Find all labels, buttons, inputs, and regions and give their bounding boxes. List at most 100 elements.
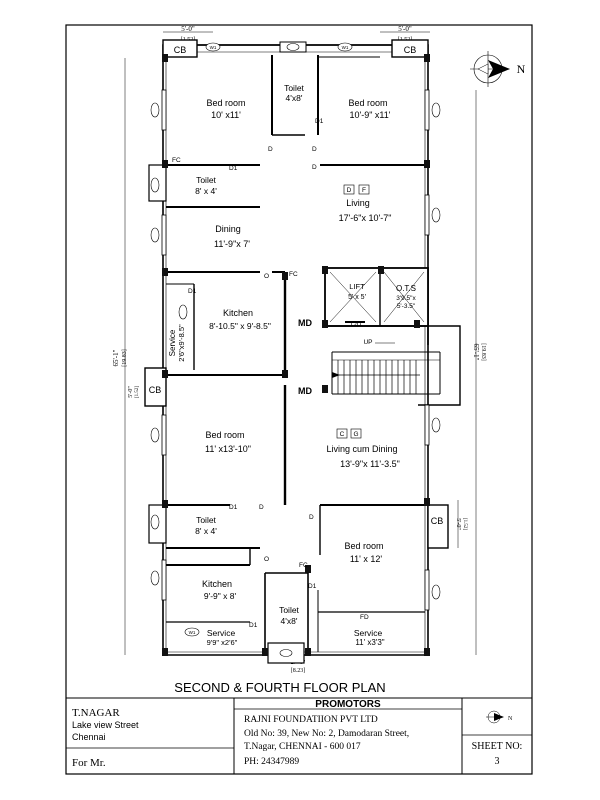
tb-for: For Mr. [72, 757, 106, 769]
cd-label: C/D [351, 322, 362, 328]
dim-top-left: 5'-0" [181, 25, 195, 33]
fixture-tag: F [362, 187, 366, 194]
toilet-2-size: 8' x 4' [195, 186, 217, 196]
door-tag: D [259, 504, 264, 511]
mini-north-label: N [508, 716, 513, 722]
dining-size: 11'-9"x 7' [214, 239, 250, 249]
tb-phone: PH: 24347989 [244, 757, 299, 767]
living-size: 17'-6"x 10'-7" [339, 213, 392, 223]
toilet-4-name: Toilet [279, 605, 299, 615]
bed-room-3-name: Bed room [205, 430, 244, 440]
tb-sheet-no: 3 [495, 756, 500, 767]
cb-top-right: CB [404, 45, 417, 55]
service-1-size: 2'6"x9'-8.5" [177, 324, 186, 362]
ots-size-a: 3'9.5"x [396, 295, 416, 302]
dim-left-cb-metric: [1.52] [135, 386, 140, 398]
bed-room-3-size: 11' x13'-10" [205, 444, 251, 454]
dim-left-total-metric: [19.83] [122, 349, 128, 367]
door-tag: D1 [188, 288, 197, 295]
service-1-name: Service [168, 329, 177, 356]
tb-company: RAJNI FOUNDATIION PVT LTD [244, 715, 378, 725]
ots-name: O.T.S [396, 284, 416, 293]
living-cum-dining-name: Living cum Dining [326, 444, 397, 454]
main-door-tag: MD [298, 318, 312, 328]
toilet-top-size: 4'x8' [286, 93, 303, 103]
dim-right-cb: 5'-0" [455, 518, 461, 530]
door-tag: O [264, 556, 269, 563]
toilet-4-size: 4'x8' [281, 616, 298, 626]
north-label: N [517, 62, 526, 76]
kitchen-2-name: Kitchen [202, 579, 232, 589]
north-arrow-icon [488, 60, 510, 78]
fixture-tag: G [353, 431, 358, 438]
kitchen-1-name: Kitchen [223, 308, 253, 318]
tb-addr1: Old No: 39, New No: 2, Damodaran Street, [244, 729, 409, 739]
dim-right-total-metric: [19.83] [480, 343, 486, 361]
bed-room-4-size: 11' x 12' [350, 554, 383, 564]
door-tag: D1 [308, 583, 317, 590]
door-tag: D [312, 164, 317, 171]
dim-bottom-total-metric: [8.23] [291, 668, 306, 674]
exhaust-fan-icon [150, 514, 160, 530]
bed-room-1-size: 10' x11' [211, 110, 241, 120]
door-tag: D1 [229, 165, 238, 172]
toilet-3-size: 8' x 4' [195, 526, 217, 536]
north-compass: N [470, 51, 526, 87]
fixture-tag: C [340, 431, 345, 438]
exhaust-fan-icon [150, 177, 160, 193]
cb-left-mid: CB [149, 385, 162, 395]
service-3-size: 11' x3'3" [355, 638, 384, 647]
tb-location: T.NAGAR [72, 707, 120, 719]
ots-size-b: 5'-3.5" [397, 303, 416, 310]
bed-room-1-name: Bed room [206, 98, 245, 108]
room-labels: CB CB Bed room 10' x11' Toilet 4'x8' Bed… [149, 45, 444, 647]
dim-right-total: 65'-1" [472, 344, 480, 361]
fixture-tag: FC [299, 562, 308, 569]
stair-treads [337, 360, 417, 394]
cb-top-left: CB [174, 45, 187, 55]
lift-name: LIFT [349, 282, 365, 291]
door-tag: D1 [229, 504, 238, 511]
dim-left-cb: 5'-0" [128, 386, 134, 398]
service-3-name: Service [354, 628, 383, 638]
door-tag: D [312, 146, 317, 153]
tb-city: Chennai [72, 732, 106, 742]
building-walls [144, 39, 461, 664]
service-2-size: 9'9" x2'6" [207, 638, 238, 647]
kitchen-2-size: 9'-9" x 8' [204, 591, 237, 601]
window-tag: W1 [189, 630, 196, 635]
tb-street: Lake view Street [72, 720, 139, 730]
fixture-tag: FC [289, 271, 298, 278]
title-block: T.NAGAR Lake view Street Chennai For Mr.… [66, 698, 532, 774]
window-markers: W1 W1 W1 [150, 41, 441, 657]
service-2-name: Service [207, 628, 236, 638]
door-tag: D [268, 146, 273, 153]
fixture-tag: FD [360, 614, 369, 621]
door-tag: D1 [249, 622, 258, 629]
dining-name: Dining [215, 224, 241, 234]
tb-addr2: T.Nagar, CHENNAI - 600 017 [244, 742, 361, 752]
window-tag: W1 [342, 45, 349, 50]
bed-room-2-name: Bed room [348, 98, 387, 108]
dim-right-cb-metric: [1.52] [462, 518, 467, 530]
lift-size: 5' x 5' [348, 294, 366, 301]
sheet-border [65, 24, 533, 775]
stair-arrow-icon [332, 372, 340, 378]
dim-left-total: 65'-1" [112, 349, 120, 366]
door-tag: O [264, 273, 269, 280]
door-tags: D1 D D FC D1 D D F O FC D1 MD MD C G D1 … [172, 118, 370, 629]
drawing-title: SECOND & FOURTH FLOOR PLAN [174, 680, 385, 695]
tb-sheet-label: SHEET NO: [472, 741, 523, 752]
bed-room-2-size: 10'-9" x11' [350, 110, 391, 120]
bed-room-4-name: Bed room [344, 541, 383, 551]
living-name: Living [346, 198, 370, 208]
structural-columns [162, 54, 430, 656]
stair-up-label: UP [363, 339, 372, 346]
fixture-tag: FC [172, 157, 181, 164]
tb-promotors-head: PROMOTORS [315, 699, 381, 710]
toilet-3-name: Toilet [196, 515, 216, 525]
toilet-2-name: Toilet [196, 175, 216, 185]
toilet-top-name: Toilet [284, 83, 304, 93]
dim-top-right: 5'-0" [398, 25, 412, 33]
